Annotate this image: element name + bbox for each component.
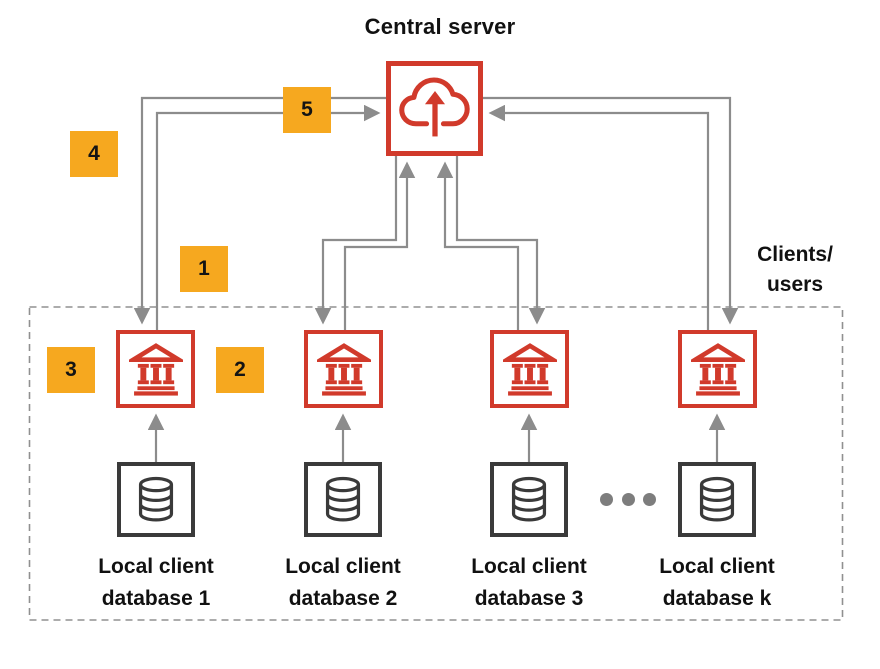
ellipsis-dot [600,492,613,506]
database-node-3 [490,462,568,537]
step-badge-2: 2 [216,347,264,393]
diagram-title: Central server [364,14,516,39]
database-label-line1: Local client [471,555,587,578]
arrow-server-to-client-3 [455,156,546,325]
database-node-k [678,462,756,537]
clients-users-label: Clients/ users [743,240,847,300]
database-label-3: Local client database 3 [447,551,611,614]
database-label-2: Local client database 2 [261,551,425,614]
client-node-3 [490,330,569,408]
central-server-node [386,61,483,156]
clients-users-line2: users [766,273,824,297]
database-node-2 [304,462,382,537]
database-label-line1: Local client [98,555,214,578]
step-badge-3: 3 [47,347,95,393]
database-label-line2: database 1 [101,586,211,610]
cloud-upload-icon [398,76,470,136]
database-icon [511,476,547,521]
database-label-line1: Local client [659,555,775,578]
database-label-line1: Local client [285,555,401,578]
ellipsis-dot [643,492,656,506]
database-label-line2: database 3 [474,586,584,610]
arrow-server-to-client-1 [133,96,386,325]
database-node-1 [117,462,195,537]
arrow-client-k-to-server [488,104,710,330]
step-badge-1: 1 [180,246,228,292]
arrow-client-2-to-server [343,161,416,330]
database-icon [325,476,361,521]
clients-users-line1: Clients/ [757,243,833,266]
database-label-line2: database k [662,586,772,610]
bank-icon [502,343,557,396]
database-label-line2: database 2 [288,586,398,610]
ellipsis-icon [600,492,656,506]
arrow-server-to-client-2 [314,156,398,325]
client-node-2 [304,330,383,408]
database-label-k: Local client database k [635,551,799,614]
database-icon [138,476,174,521]
client-node-k [678,330,757,408]
client-node-1 [116,330,195,408]
database-icon [699,476,735,521]
step-badge-4: 4 [70,131,118,177]
arrow-server-to-client-k [483,96,739,325]
bank-icon [690,343,745,396]
step-badge-5: 5 [283,87,331,133]
bank-icon [316,343,371,396]
arrow-client-3-to-server [436,161,520,330]
database-label-1: Local client database 1 [74,551,238,614]
ellipsis-dot [621,492,635,506]
bank-icon [128,343,183,396]
